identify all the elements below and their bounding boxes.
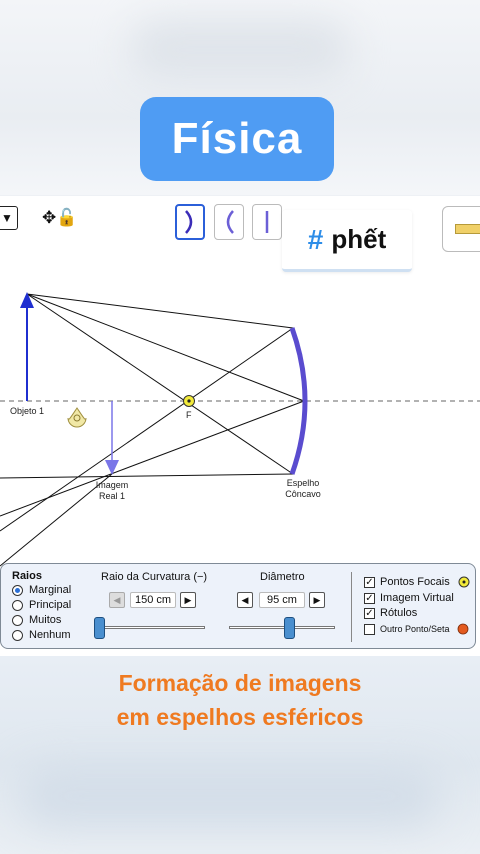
check-labels[interactable]: ✓ Rótulos — [364, 607, 417, 619]
checkbox[interactable]: ✓ — [364, 592, 375, 604]
caption-line-2: em espelhos esféricos — [116, 704, 364, 730]
diameter-increase-button[interactable]: ▶ — [309, 592, 325, 608]
title-badge: Física — [140, 97, 334, 181]
other-point-icon — [457, 623, 468, 635]
radius-value: 150 cm — [130, 592, 176, 608]
flat-mirror-icon — [265, 211, 269, 233]
radio-label: Principal — [29, 599, 72, 611]
mirror-label-line2: Côncavo — [285, 489, 321, 499]
phet-logo: # phết — [282, 210, 412, 272]
object-arrow-head[interactable] — [20, 292, 34, 308]
radio-principal[interactable]: Principal — [12, 599, 71, 611]
ray — [26, 293, 294, 475]
title-text: Física — [171, 114, 303, 163]
rays-title: Raios — [12, 570, 42, 582]
phet-hash: # — [307, 223, 324, 255]
radio-label: Muitos — [29, 614, 62, 626]
diameter-decrease-button[interactable]: ◀ — [237, 592, 253, 608]
radius-slider-track[interactable] — [97, 626, 205, 629]
check-focal-points[interactable]: ✓ Pontos Focais — [364, 576, 470, 588]
chevron-down-icon: ▼ — [1, 211, 13, 225]
diameter-slider-track[interactable] — [229, 626, 335, 629]
radio-label: Marginal — [29, 584, 72, 596]
concave-mirror-icon — [185, 210, 193, 234]
check-label: Rótulos — [380, 607, 418, 619]
image-label-line1: Imagem — [96, 480, 129, 490]
flat-mirror-button[interactable] — [252, 204, 282, 240]
object-label: Objeto 1 — [10, 406, 44, 416]
optics-scene: Objeto 1 F Imagem Real 1 Espelho Côncavo — [0, 292, 480, 567]
image-label-line2: Real 1 — [99, 491, 125, 501]
blurred-background-bottom — [0, 656, 480, 854]
radio-label: Nenhum — [29, 629, 71, 641]
focal-point-dot — [187, 399, 191, 403]
mirror-label-line1: Espelho — [287, 478, 320, 488]
ray — [0, 400, 305, 517]
phet-word: phết — [331, 224, 387, 254]
drag-handle-ring — [73, 414, 81, 422]
diameter-title: Diâmetro — [260, 571, 305, 583]
concave-mirror-button[interactable] — [175, 204, 205, 240]
diameter-value: 95 cm — [259, 592, 305, 608]
focal-point-legend-icon — [458, 576, 470, 588]
ray — [26, 293, 294, 329]
ray — [26, 293, 305, 402]
ray-group — [0, 293, 305, 567]
ray — [0, 473, 294, 479]
check-label: Pontos Focais — [380, 576, 450, 588]
convex-mirror-button[interactable] — [214, 204, 244, 240]
object-drag-handle-icon[interactable] — [67, 407, 87, 428]
radius-increase-button[interactable]: ▶ — [180, 592, 196, 608]
checkbox[interactable] — [364, 623, 375, 635]
radius-title: Raio da Curvatura (−) — [101, 571, 208, 583]
checkbox[interactable]: ✓ — [364, 607, 375, 619]
move-lock-icon[interactable]: ✥🔓 — [42, 208, 78, 227]
radio-button[interactable] — [12, 584, 23, 596]
radio-button[interactable] — [12, 614, 23, 626]
ray — [0, 327, 294, 532]
check-label: Outro Ponto/Seta — [380, 624, 450, 634]
radius-slider-thumb[interactable] — [94, 617, 105, 639]
caption-line-1: Formação de imagens — [118, 670, 362, 696]
check-label: Imagem Virtual — [380, 592, 454, 604]
radio-muitos[interactable]: Muitos — [12, 614, 61, 626]
radio-nenhum[interactable]: Nenhum — [12, 629, 71, 641]
convex-mirror-icon — [226, 210, 234, 234]
radio-marginal[interactable]: Marginal — [12, 584, 71, 596]
radius-decrease-button[interactable]: ◀ — [109, 592, 125, 608]
ruler-button[interactable] — [442, 206, 480, 252]
ray — [0, 473, 113, 567]
radio-button[interactable] — [12, 599, 23, 611]
panel-divider — [351, 572, 352, 642]
view-dropdown[interactable]: ▼ — [0, 206, 18, 230]
check-virtual-image[interactable]: ✓ Imagem Virtual — [364, 592, 454, 604]
ruler-icon — [455, 224, 480, 234]
focal-label: F — [186, 410, 192, 420]
diameter-slider-thumb[interactable] — [284, 617, 296, 639]
check-other-point[interactable]: Outro Ponto/Seta — [364, 623, 469, 635]
concave-mirror[interactable] — [289, 327, 308, 475]
control-panel: Raios Marginal Principal Muitos Nenhum R… — [0, 563, 476, 649]
checkbox[interactable]: ✓ — [364, 576, 375, 588]
image-arrow-head — [105, 460, 119, 475]
radio-button[interactable] — [12, 629, 23, 641]
